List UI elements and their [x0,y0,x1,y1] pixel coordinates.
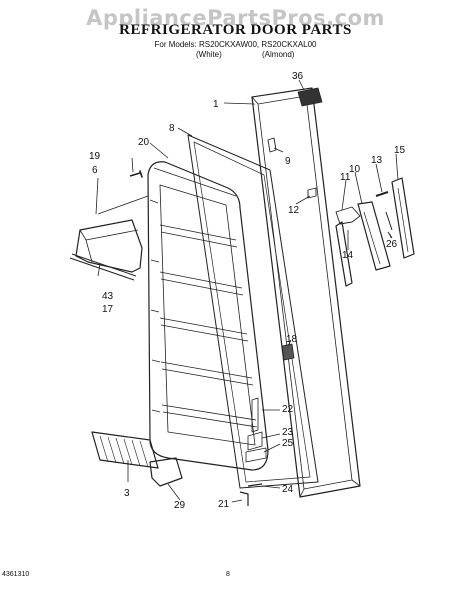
part-label: 13 [371,155,383,166]
part-label: 26 [386,239,398,250]
page-number: 8 [226,571,230,578]
screw-21-24 [239,483,263,506]
part-label: 1 [213,99,219,110]
variant-white: (White) [196,50,222,59]
bracket-12 [307,187,317,199]
door-stop-18 [281,343,295,361]
page-title: REFRIGERATOR DOOR PARTS [119,22,352,38]
part-label: 9 [285,156,291,167]
part-label: 22 [282,404,294,415]
part-label: 18 [286,334,298,345]
part-label: 8 [169,123,175,134]
part-label: 15 [394,145,406,156]
variant-almond: (Almond) [262,50,295,59]
part-label: 25 [282,438,294,449]
part-labels: 36 1 8 20 19 6 9 12 11 10 13 15 14 26 43… [89,71,406,511]
screw-9 [267,137,277,153]
part-label: 29 [174,500,186,511]
part-label: 17 [102,304,114,315]
part-label: 6 [92,165,98,176]
hinge-parts [245,397,267,463]
watermark: AppliancePartsPros.com [86,6,385,30]
screw-19 [129,170,143,178]
part-label: 23 [282,427,294,438]
part-label: 11 [340,172,351,183]
part-label: 20 [138,137,150,148]
part-label: 24 [282,484,294,495]
part-label: 12 [288,205,300,216]
part-label: 19 [89,151,101,162]
leader-lines [95,79,399,503]
door-bin [69,219,143,281]
kick-grille [91,431,159,469]
part-label: 43 [102,291,114,302]
door-liner [147,161,269,471]
plug-button-36 [297,87,323,107]
outer-door-panel [251,87,361,498]
part-label: 36 [292,71,304,82]
part-label: 3 [124,488,130,499]
door-handle [335,191,391,287]
part-label: 14 [342,250,354,261]
models-line: For Models: RS20CKXAW00, RS20CKXAL00 [154,40,317,49]
document-number: 4361310 [2,571,30,578]
hinge-cover-29 [149,457,183,487]
door-gasket [187,134,319,489]
part-label: 10 [349,164,361,175]
part-label: 21 [218,499,230,510]
